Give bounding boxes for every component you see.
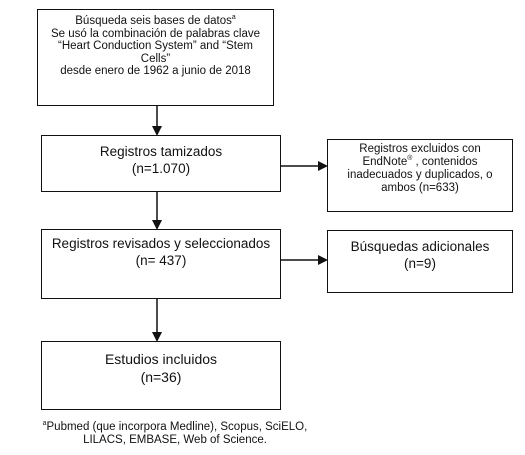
additional-title: Búsquedas adicionales	[350, 239, 490, 254]
search-line-4: Cells”	[140, 52, 171, 65]
search-line-5: desde enero de 1962 a junio de 2018	[60, 65, 251, 78]
search-line-2: Se usó la combinación de palabras clave	[50, 27, 261, 40]
footnote-marker: a	[42, 420, 47, 428]
included-count: (n=36)	[140, 369, 182, 385]
search-box: Búsqueda seis bases de datosa Se usó la …	[37, 9, 274, 106]
screened-title: Registros tamizados	[99, 144, 223, 159]
additional-box: Búsquedas adicionales (n=9)	[327, 230, 513, 293]
excluded-line-4: ambos (n=633)	[381, 182, 459, 194]
excluded-line-1: Registros excluidos con	[359, 143, 481, 155]
search-line-1: Búsqueda seis bases de datosa	[75, 14, 236, 27]
reviewed-count: (n= 437)	[135, 253, 187, 268]
footnote-line-1: aPubmed (que incorpora Medline), Scopus,…	[42, 420, 308, 433]
excluded-box: Registros excluidos con EndNote® , conte…	[327, 139, 513, 212]
included-box: Estudios incluidos (n=36)	[41, 341, 281, 410]
excluded-line-3: inadecuados y duplicados, o	[347, 169, 493, 181]
screened-box: Registros tamizados (n=1.070)	[41, 135, 281, 192]
reviewed-title: Registros revisados y seleccionados	[51, 236, 271, 251]
excluded-line-2: EndNote® , contenidos	[362, 155, 478, 168]
search-footnote-marker: a	[231, 14, 236, 22]
registered-mark: ®	[407, 155, 413, 163]
search-line-3: “Heart Conduction System” and “Stem	[58, 40, 253, 53]
included-title: Estudios incluidos	[104, 351, 218, 367]
reviewed-box: Registros revisados y seleccionados (n= …	[41, 229, 281, 299]
footnote: aPubmed (que incorpora Medline), Scopus,…	[10, 420, 340, 447]
additional-count: (n=9)	[404, 256, 436, 271]
screened-count: (n=1.070)	[131, 161, 191, 176]
footnote-line-2: LILACS, EMBASE, Web of Science.	[83, 434, 267, 446]
